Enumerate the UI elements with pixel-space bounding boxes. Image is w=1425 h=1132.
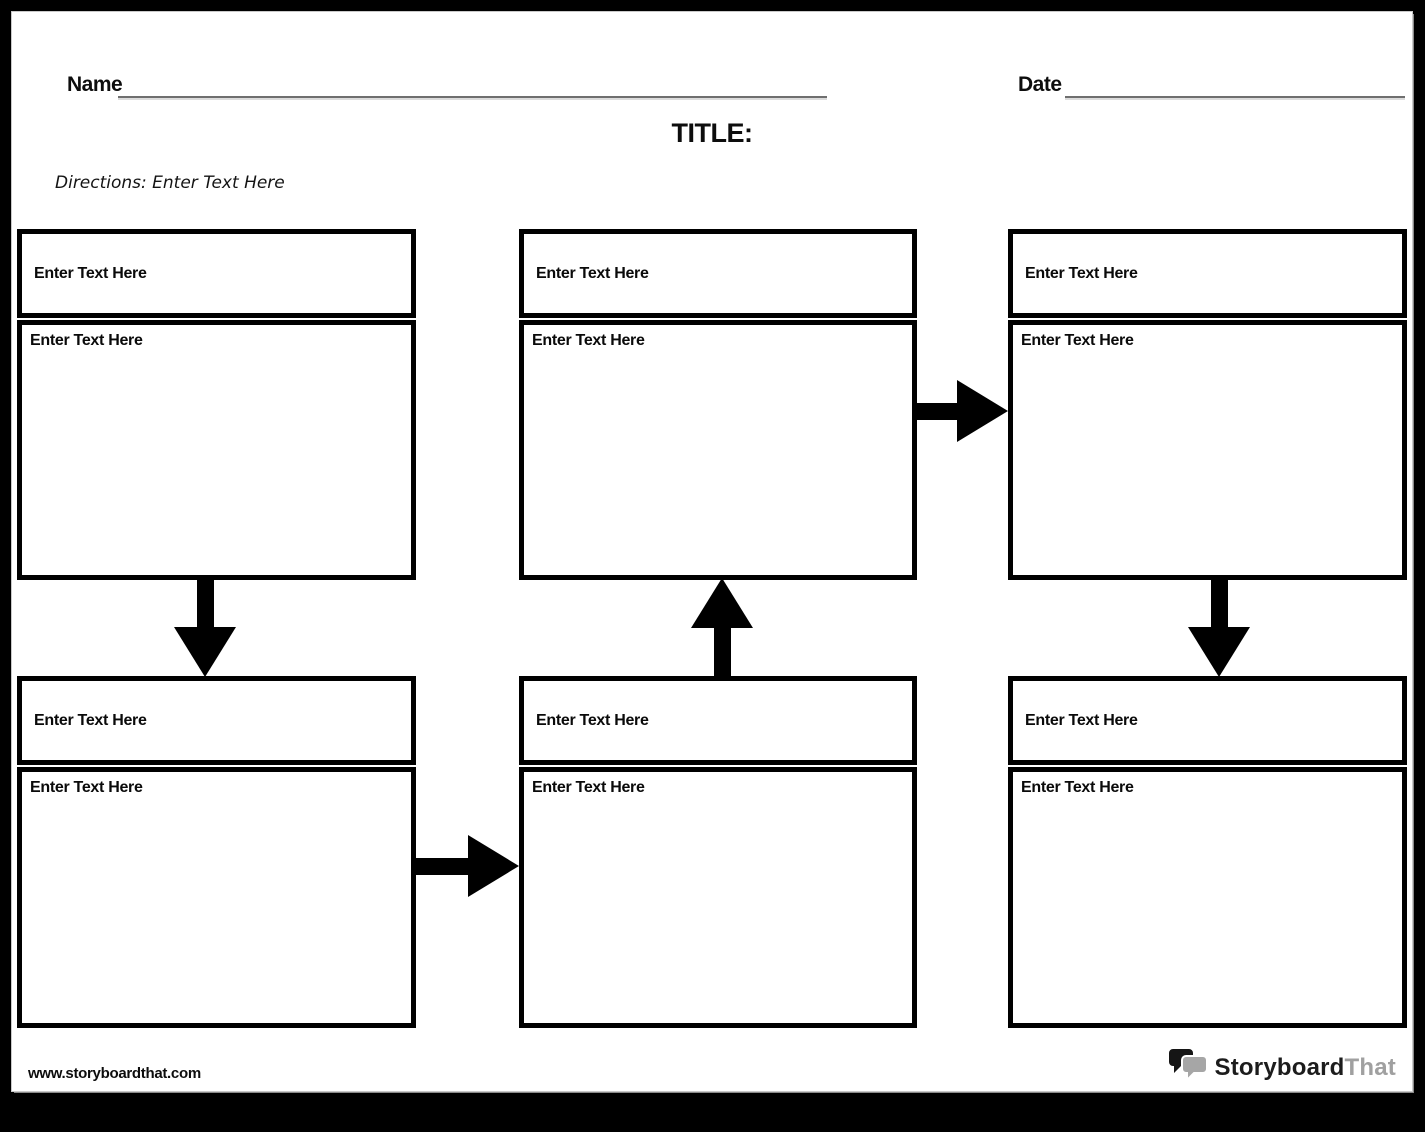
name-label: Name (67, 73, 123, 96)
logo-brand-text: Storyboard (1214, 1053, 1345, 1081)
page-title: TITLE: (671, 118, 753, 148)
box-top-middle-header[interactable]: Enter Text Here (519, 229, 917, 318)
date-label: Date (1018, 73, 1062, 96)
box-bottom-right-header[interactable]: Enter Text Here (1008, 676, 1407, 765)
box-top-right-header[interactable]: Enter Text Here (1008, 229, 1407, 318)
box-bottom-middle-header[interactable]: Enter Text Here (519, 676, 917, 765)
storyboardthat-logo: StoryboardThat (1168, 1048, 1396, 1087)
box-top-left-header[interactable]: Enter Text Here (17, 229, 416, 318)
box-bottom-left-body[interactable]: Enter Text Here (17, 767, 416, 1028)
box-bottom-right-body[interactable]: Enter Text Here (1008, 767, 1407, 1028)
name-write-line (118, 96, 827, 98)
worksheet-page: Name Date TITLE: Directions: Enter Text … (12, 12, 1412, 1091)
box-top-middle-body[interactable]: Enter Text Here (519, 320, 917, 580)
footer-url: www.storyboardthat.com (28, 1065, 201, 1082)
box-top-left-body[interactable]: Enter Text Here (17, 320, 416, 580)
logo-suffix-text: That (1344, 1053, 1396, 1081)
directions-text: Directions: Enter Text Here (55, 173, 285, 193)
box-top-right-body[interactable]: Enter Text Here (1008, 320, 1407, 580)
speech-bubbles-icon (1168, 1048, 1208, 1087)
box-bottom-left-header[interactable]: Enter Text Here (17, 676, 416, 765)
box-bottom-middle-body[interactable]: Enter Text Here (519, 767, 917, 1028)
date-write-line (1065, 96, 1405, 98)
